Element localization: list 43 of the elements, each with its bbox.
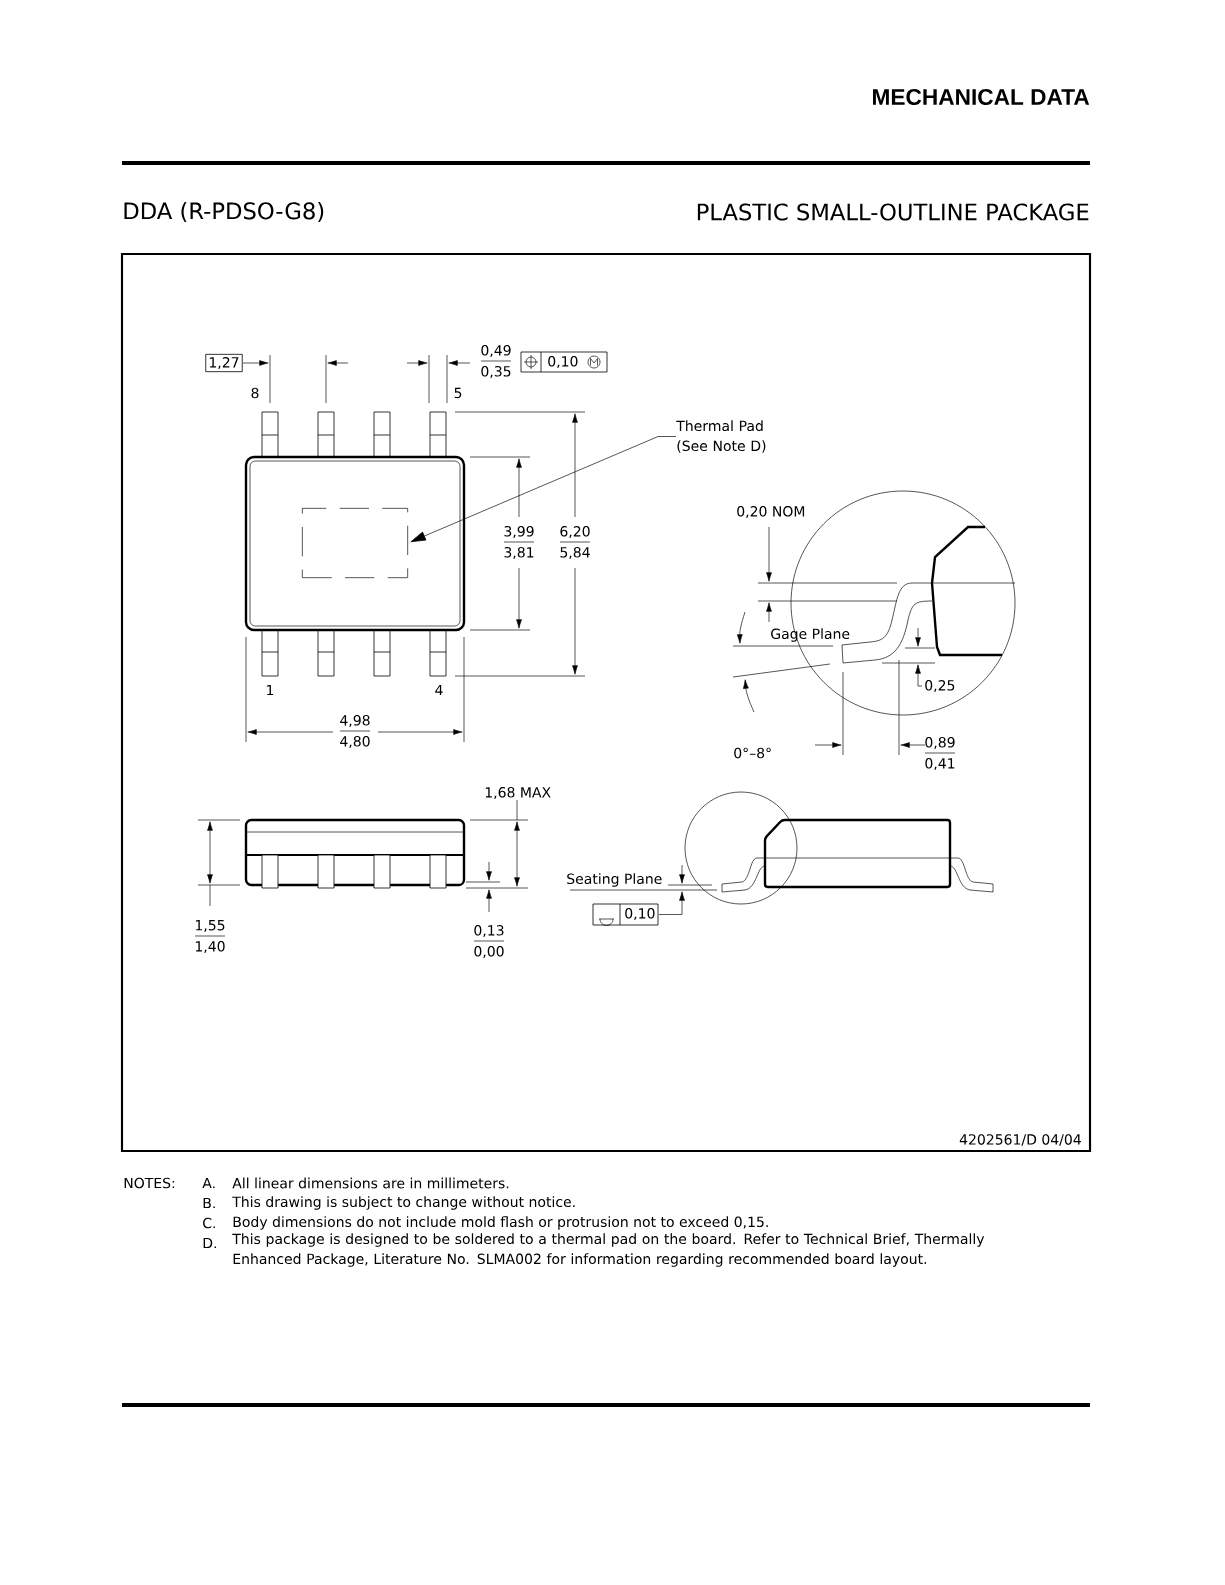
dimension-text: 4,80 [340, 736, 370, 748]
dimension-text: 1,40 [195, 941, 225, 954]
dimension-text: 3,81 [504, 547, 534, 559]
dimension-text: 0,35 [481, 366, 511, 378]
pin-number: 1 [267, 684, 274, 696]
tolerance-frame: 0,10 [592, 903, 659, 926]
dimension-text: 1,68 MAX [485, 787, 551, 799]
note-letter: C. [203, 1217, 215, 1229]
note-letter: D. [203, 1237, 216, 1249]
plane-label: Gage Plane [771, 628, 850, 642]
package-title: PLASTIC SMALL-OUTLINE PACKAGE [697, 203, 1089, 221]
note-text: This package is designed to be soldered to a thermal pad on the board. Refer to Technical Brief, Thermally Enhanced Package, Literature No. SLMA002 for information regarding recommended board layout. [232, 1233, 985, 1267]
leader-line [410, 436, 677, 543]
boxed-dimension: 1,27 [205, 353, 243, 373]
pin-number: 5 [454, 387, 462, 399]
tolerance-frame: 0,10 [520, 351, 608, 373]
plane-label: Seating Plane [567, 873, 662, 887]
note-letter: B. [203, 1197, 215, 1209]
thermal-pad-outline [302, 508, 408, 578]
notes-heading: NOTES: [124, 1177, 175, 1189]
pin-number: 8 [251, 387, 259, 399]
dimension-text: 0,20 NOM [737, 506, 805, 518]
dimension-text: 4,98 [340, 715, 370, 727]
note-text: All linear dimensions are in millimeters. [232, 1177, 509, 1189]
note-text: This drawing is subject to change without notice. [232, 1196, 575, 1210]
dimension-text: 0,25 [925, 680, 955, 692]
dimension-text: 1,55 [195, 920, 225, 932]
dimension-text: 0,00 [474, 946, 504, 959]
package-code: DDA (R-PDSO-G8) [124, 201, 324, 223]
dimension-text: 0,41 [925, 758, 955, 770]
dimension-text: 0,49 [481, 345, 511, 357]
drawing-number: 4202561/D 04/04 [959, 1134, 1081, 1146]
dimension-text: 6,20 [560, 526, 590, 538]
pin-number: 4 [435, 684, 443, 696]
angle-text: 0°–8° [734, 747, 771, 759]
page-heading: MECHANICAL DATA [873, 89, 1090, 106]
note-text: Body dimensions do not include mold flash or protrusion not to exceed 0,15. [233, 1216, 768, 1230]
dimension-text: 5,84 [560, 547, 590, 559]
dimension-text: 0,13 [474, 925, 504, 937]
note-letter: A. [202, 1177, 215, 1189]
callout-text: Thermal Pad (See Note D) [676, 420, 766, 453]
dimension-text: 3,99 [504, 526, 534, 538]
dimension-text: 0,89 [925, 737, 955, 749]
